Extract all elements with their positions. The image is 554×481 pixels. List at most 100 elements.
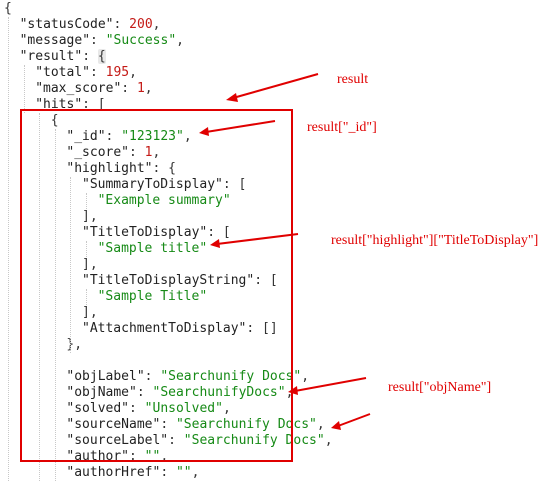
json-punct: ], — [82, 257, 98, 272]
json-punct: , — [324, 433, 333, 448]
json-punct: : — [105, 129, 122, 144]
json-punct: , — [152, 17, 161, 32]
json-punct: , — [160, 449, 169, 464]
json-punct: , — [222, 401, 231, 416]
json-key: "_id" — [66, 129, 106, 144]
json-line: "_id": "123123", — [66, 129, 191, 145]
json-punct: { — [4, 1, 12, 16]
json-number: 1 — [144, 145, 153, 160]
json-string: "SearchunifyDocs" — [152, 385, 286, 400]
json-punct: , — [129, 65, 137, 80]
json-key: "TitleToDisplay" — [82, 225, 208, 240]
json-line: "_score": 1, — [66, 145, 160, 161]
json-number: 195 — [105, 65, 130, 80]
json-line: { — [51, 113, 59, 129]
annotation-id: result["_id"] — [307, 120, 377, 135]
annotation-objname: result["objName"] — [388, 380, 492, 395]
json-line: "max_score": 1, — [35, 81, 152, 97]
json-punct: : — [160, 465, 176, 480]
json-punct: : — [129, 145, 145, 160]
json-line: "total": 195, — [35, 65, 137, 81]
json-punct: : [ — [82, 97, 106, 112]
indent-guide — [86, 193, 87, 209]
json-punct: , — [316, 417, 325, 432]
arrowhead-id — [199, 127, 209, 136]
json-line: "hits": [ — [35, 97, 105, 113]
arrow-result — [232, 73, 319, 99]
json-punct: , — [183, 129, 192, 144]
json-number: 200 — [129, 17, 153, 32]
json-punct: { — [50, 113, 59, 128]
json-punct: : — [89, 65, 106, 80]
json-string: "Unsolved" — [144, 401, 223, 416]
json-punct: : — [121, 81, 137, 96]
json-punct: , — [176, 33, 184, 48]
json-string: "Searchunify Docs" — [183, 433, 325, 448]
indent-guide — [86, 289, 87, 305]
json-line: ], — [82, 305, 98, 321]
indent-guide — [8, 17, 9, 481]
json-key: "result" — [19, 49, 83, 64]
json-key: "solved" — [66, 401, 130, 416]
arrowhead-sourcename — [331, 421, 341, 430]
json-line: "statusCode": 200, — [20, 17, 161, 33]
json-key: "statusCode" — [19, 17, 114, 32]
json-key: "objLabel" — [66, 369, 145, 384]
json-key: "highlight" — [66, 161, 153, 176]
json-line: "Sample Title" — [98, 289, 208, 305]
json-key: "_score" — [66, 145, 130, 160]
json-punct: : — [136, 385, 153, 400]
json-line: "Example summary" — [98, 193, 231, 209]
arrow-title — [216, 233, 299, 245]
json-key: "AttachmentToDisplay" — [82, 321, 247, 336]
json-punct: ], — [82, 209, 98, 224]
json-key: "max_score" — [35, 81, 122, 96]
json-line: "TitleToDisplay": [ — [82, 225, 231, 241]
json-punct: , — [285, 385, 294, 400]
json-punct: , — [152, 145, 161, 160]
json-punct: : — [82, 49, 98, 64]
indent-guide — [23, 65, 25, 113]
json-line: "message": "Success", — [20, 33, 184, 49]
annotation-result: result — [337, 72, 369, 87]
json-line: ], — [82, 209, 98, 225]
arrow-sourcename — [337, 413, 371, 427]
json-line: ], — [82, 257, 98, 273]
json-punct: : [ — [207, 225, 231, 240]
highlight-box — [20, 109, 293, 462]
json-punct: , — [144, 81, 153, 96]
json-punct: : — [144, 369, 161, 384]
json-string: "Searchunify Docs" — [175, 417, 317, 432]
json-punct: : { — [152, 161, 176, 176]
json-punct: : — [160, 417, 176, 432]
annotation-title: result["highlight"]["TitleToDisplay"] — [331, 233, 539, 248]
json-key: "SummaryToDisplay" — [82, 177, 223, 192]
json-key: "sourceLabel" — [66, 433, 169, 448]
json-line: "objName": "SearchunifyDocs", — [66, 385, 293, 401]
json-key: "hits" — [35, 97, 83, 112]
json-string: "123123" — [121, 129, 184, 144]
json-line: "AttachmentToDisplay": [] — [82, 321, 278, 337]
json-line: { — [4, 1, 12, 17]
json-line: "TitleToDisplayString": [ — [82, 273, 278, 289]
json-key: "TitleToDisplayString" — [82, 273, 255, 288]
json-line: "authorHref": "", — [66, 465, 199, 481]
json-key: "authorHref" — [66, 465, 161, 480]
json-line: "solved": "Unsolved", — [66, 401, 230, 417]
json-punct: : [ — [254, 273, 278, 288]
indent-guide — [70, 177, 72, 353]
json-punct: : — [113, 17, 130, 32]
json-string: "" — [175, 465, 192, 480]
json-string: "Sample Title" — [97, 289, 208, 304]
indent-guide — [54, 129, 56, 481]
indent-guide — [86, 241, 87, 257]
json-line: "result": { — [20, 49, 106, 65]
json-punct: : — [90, 33, 106, 48]
json-key: "total" — [35, 65, 90, 80]
json-key: "objName" — [66, 385, 137, 400]
json-punct: { — [97, 49, 106, 64]
indent-guide — [39, 113, 41, 481]
arrow-id — [205, 120, 276, 133]
json-key: "sourceName" — [66, 417, 161, 432]
json-number: 1 — [136, 81, 145, 96]
